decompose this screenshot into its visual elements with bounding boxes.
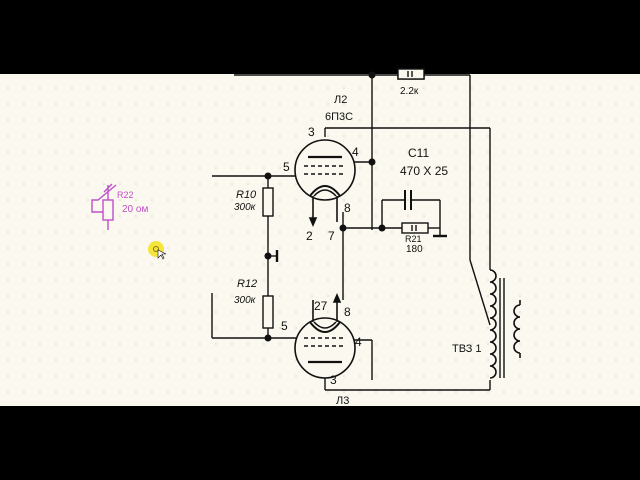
mouse-cursor-icon [148,241,167,260]
label-l3: Л3 [336,395,349,407]
l3-pin5: 5 [281,319,288,333]
l3-pin4: 4 [355,335,362,349]
label-l2: Л2 [334,94,347,106]
label-r21: R21 [405,234,422,244]
label-r21-value: 180 [406,244,423,255]
label-r22: R22 [117,190,134,200]
label-r10: R10 [236,189,257,201]
label-r12-value: 300к [234,295,257,306]
l2-pin2: 2 [306,229,313,243]
label-r12: R12 [237,278,257,290]
resistor-top [397,68,425,80]
resistor-r10 [262,187,274,217]
l2-pin5: 5 [283,160,290,174]
l3-pin3: 3 [330,373,337,387]
l2-pin4: 4 [352,145,359,159]
label-c11-value: 470 X 25 [400,164,448,178]
label-c11: C11 [408,146,429,160]
resistor-r12 [262,295,274,329]
label-r22-value: 20 ом [122,204,148,215]
tube-l2 [294,139,356,228]
rheostat-r22 [91,183,117,230]
l2-pin3: 3 [308,125,315,139]
l2-pin7: 7 [328,229,335,243]
tube-l3 [294,292,356,379]
resistor-r21 [401,222,429,234]
label-top-resistor-value: 2.2к [400,86,419,97]
l2-pin8: 8 [344,201,351,215]
transformer-tv3 [489,269,521,379]
junctions [264,71,386,342]
label-r10-value: 300к [234,202,257,213]
l3-pin8: 8 [344,305,351,319]
capacitor-c11 [404,190,412,210]
label-l2-type: 6П3С [325,111,353,123]
label-tv3: ТВЗ 1 [452,343,482,355]
l3-pin27: 27 [314,299,328,313]
